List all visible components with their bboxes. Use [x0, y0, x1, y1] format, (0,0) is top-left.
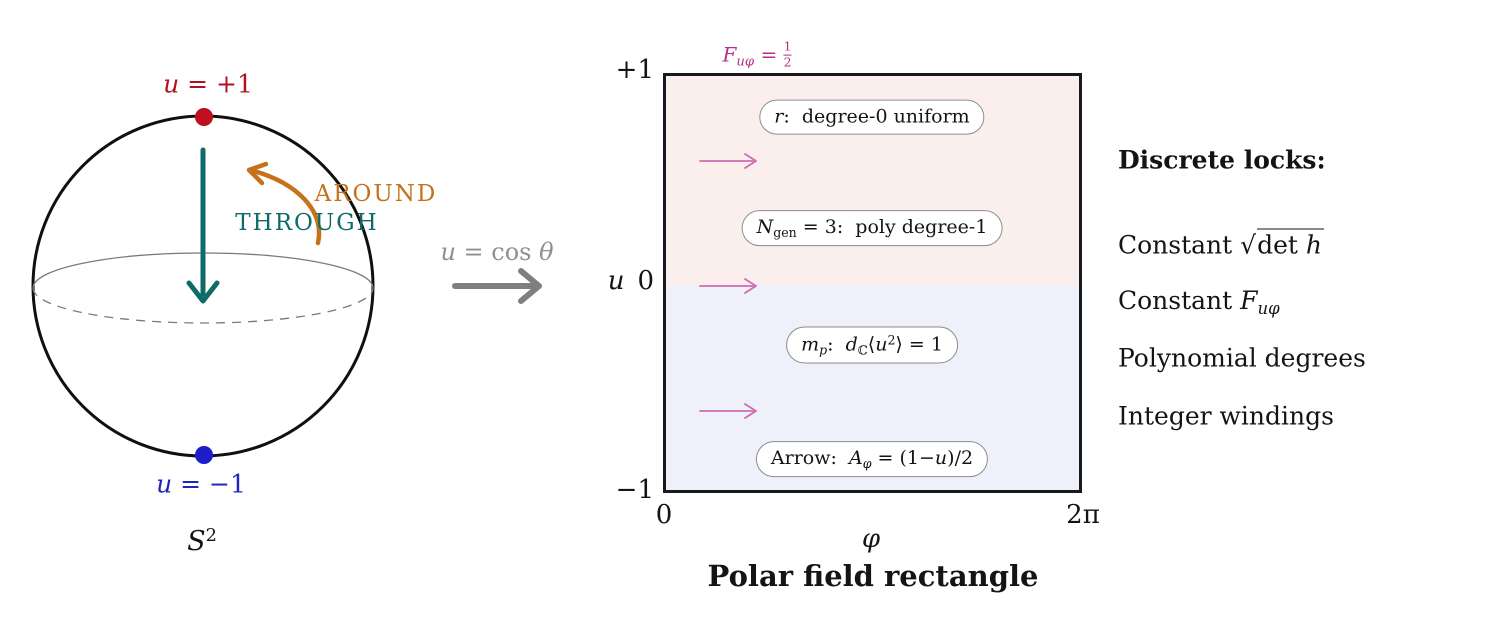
north-pole-dot [195, 108, 213, 126]
pill-radial-field: r: degree-0 uniform [759, 99, 985, 135]
map-arrow [452, 268, 542, 304]
xtick-2pi: 2π [1066, 500, 1100, 530]
equator-back-arc [32, 252, 374, 289]
sphere-caption: S2 [187, 525, 217, 557]
through-arrowhead [186, 280, 220, 304]
lock-item-flux: Constant Fuφ [1118, 286, 1280, 318]
x-axis-label: φ [861, 524, 881, 554]
pill-generations: Ngen = 3: poly degree-1 [741, 210, 1003, 246]
south-pole-label: u = −1 [156, 469, 246, 499]
xtick-zero: 0 [655, 500, 673, 530]
ytick-plus1: +1 [615, 55, 654, 85]
plot-title: Polar field rectangle [707, 559, 1039, 593]
polar-rectangle-plot [663, 73, 1082, 493]
lock-item-integer-windings: Integer windings [1118, 401, 1334, 431]
lock-item-poly-degrees: Polynomial degrees [1118, 343, 1366, 373]
pill-arrow-potential: Arrow: Aφ = (1−u)/2 [755, 441, 989, 477]
ytick-zero-value: 0 [637, 266, 654, 296]
y-axis-label: u [607, 266, 625, 296]
north-pole-label: u = +1 [163, 69, 253, 99]
through-label: THROUGH [235, 210, 379, 236]
south-pole-dot [195, 446, 213, 464]
equator-front-arc [32, 287, 374, 324]
sphere-outline [31, 114, 375, 458]
locks-heading: Discrete locks: [1118, 145, 1326, 175]
through-arrow [186, 147, 220, 304]
map-arrow-label: u = cos θ [440, 238, 554, 266]
around-label: AROUND [314, 181, 438, 207]
pill-proton-mass: mp: dℂ⟨u2⟩ = 1 [786, 326, 958, 364]
lock-item-det-h: Constant √det h [1118, 228, 1324, 260]
map-arrowhead [518, 268, 542, 304]
around-arrowhead [246, 161, 269, 186]
ytick-minus1: −1 [615, 475, 654, 505]
